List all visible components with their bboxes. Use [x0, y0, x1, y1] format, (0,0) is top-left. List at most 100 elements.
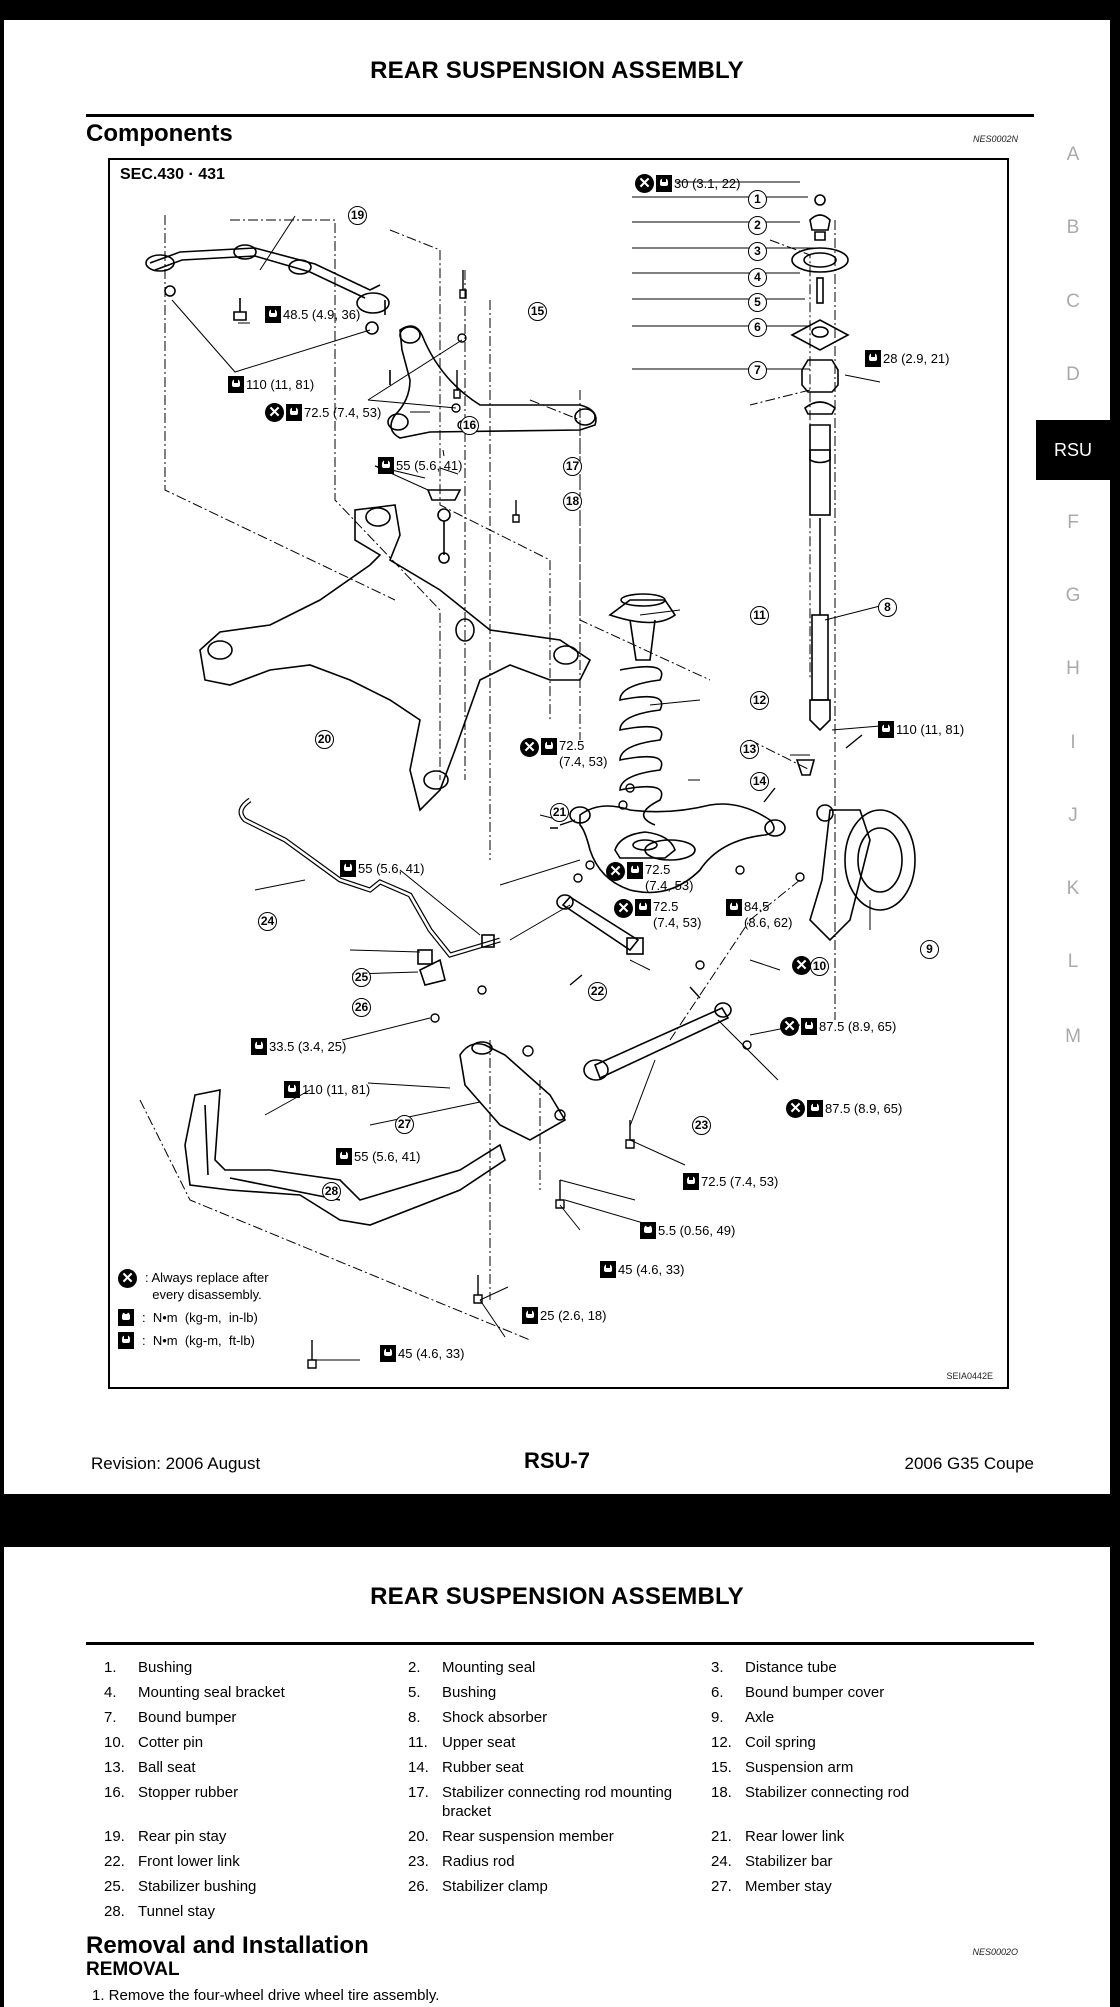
- torque-callout-member-stay-nut: 110 (11, 81): [284, 1081, 370, 1098]
- parts-list-item: 3.Distance tube: [711, 1659, 837, 1676]
- torque-ft-lb-icon: [286, 404, 302, 421]
- index-tab-c[interactable]: C: [1066, 291, 1080, 312]
- replace-icon: ✕: [520, 738, 539, 757]
- torque-ft-lb-icon: [635, 899, 651, 916]
- part-callout-13: 13: [740, 740, 759, 759]
- torque-ft-lb-icon: [284, 1081, 300, 1098]
- index-tab-g[interactable]: G: [1065, 585, 1081, 606]
- parts-list-item: 13.Ball seat: [104, 1759, 196, 1776]
- parts-list-item: 5.Bushing: [408, 1684, 497, 1701]
- torque-ft-lb-icon: [801, 1018, 817, 1035]
- torque-ft-lb-icon: [807, 1100, 823, 1117]
- parts-list-item: 16.Stopper rubber: [104, 1784, 239, 1801]
- cotter-pin-replace-marker: ✕: [792, 956, 813, 975]
- fasteners: [307, 270, 863, 1369]
- part-callout-5: 5: [748, 293, 767, 312]
- torque-callout-pin-stay-bolt: 48.5 (4.9, 36): [265, 306, 360, 323]
- part-callout-12: 12: [750, 691, 769, 710]
- part-callout-8: 8: [878, 598, 897, 617]
- index-tab-m[interactable]: M: [1065, 1026, 1081, 1047]
- part-front-lower-link: [556, 894, 644, 955]
- index-tab-j[interactable]: J: [1068, 805, 1078, 826]
- part-callout-25: 25: [352, 968, 371, 987]
- parts-list-item: 9.Axle: [711, 1709, 775, 1726]
- section-title-removal-installation: Removal and Installation: [86, 1932, 369, 1959]
- parts-list-item: 26.Stabilizer clamp: [408, 1878, 548, 1895]
- manual-page-rsu-7: REAR SUSPENSION ASSEMBLY Components NES0…: [4, 20, 1110, 1494]
- part-callout-14: 14: [750, 772, 769, 791]
- part-callout-10: 10: [810, 957, 829, 976]
- torque-ft-lb-icon: [600, 1261, 616, 1278]
- parts-list-item: 21.Rear lower link: [711, 1828, 845, 1845]
- replace-icon: ✕: [265, 403, 284, 422]
- torque-ft-lb-icon: [656, 175, 672, 192]
- torque-ft-lb-icon: [683, 1173, 699, 1190]
- parts-list-item: 1.Bushing: [104, 1659, 193, 1676]
- components-exploded-diagram: SEC.430 · 431 1 2 3 4 5 6 7 8 9 10 11 12…: [108, 158, 1009, 1389]
- torque-callout-small-nut: 5.5 (0.56, 49): [640, 1222, 735, 1239]
- torque-callout-pin-stay-nut: 110 (11, 81): [228, 376, 314, 393]
- parts-list-item: 6.Bound bumper cover: [711, 1684, 885, 1701]
- part-coil-spring-assembly: [608, 593, 677, 859]
- torque-callout-member-stay-lower: 55 (5.6, 41): [336, 1148, 421, 1165]
- index-tab-f[interactable]: F: [1067, 512, 1079, 533]
- part-radius-rod: [583, 1002, 732, 1081]
- parts-list-item: 4.Mounting seal bracket: [104, 1684, 285, 1701]
- header-rule: [86, 1642, 1034, 1645]
- parts-list-item: 20.Rear suspension member: [408, 1828, 614, 1845]
- torque-callout-radius-rod-nut: ✕87.5 (8.9, 65): [786, 1099, 902, 1118]
- index-tab-rsu[interactable]: RSU: [1036, 420, 1110, 480]
- part-callout-23: 23: [692, 1116, 711, 1135]
- index-tab-i[interactable]: I: [1070, 732, 1076, 753]
- legend-row-replace: ✕ : Always replace after every disassemb…: [118, 1269, 269, 1303]
- index-tab-h[interactable]: H: [1066, 658, 1080, 679]
- subsection-title-removal: REMOVAL: [86, 1959, 180, 1980]
- legend-row-in-lb: : N•m (kg-m, in-lb): [118, 1309, 269, 1326]
- part-rear-lower-link: [569, 803, 786, 894]
- part-stabilizer-link: [426, 489, 462, 564]
- torque-callout-stabilizer-link-nut: 55 (5.6, 41): [340, 860, 425, 877]
- header-rule: [86, 114, 1034, 117]
- part-callout-1: 1: [748, 190, 767, 209]
- part-callout-19: 19: [348, 206, 367, 225]
- torque-callout-axle-nut: 84.5 (8.6, 62): [726, 899, 792, 931]
- index-tab-l[interactable]: L: [1067, 951, 1079, 972]
- part-rear-suspension-member: [199, 504, 592, 812]
- replace-icon: ✕: [792, 956, 811, 975]
- torque-ft-lb-icon: [380, 1345, 396, 1362]
- manual-page-next: REAR SUSPENSION ASSEMBLY 1.Bushing 2.Mou…: [4, 1547, 1110, 2007]
- torque-callout-rear-lower-link-inner: ✕72.5 (7.4, 53): [520, 738, 607, 770]
- part-callout-7: 7: [748, 361, 767, 380]
- part-callout-21: 21: [550, 803, 569, 822]
- diagram-legend: ✕ : Always replace after every disassemb…: [118, 1269, 269, 1355]
- section-title-components: Components: [86, 120, 233, 147]
- figure-code: SEIA0442E: [946, 1371, 993, 1381]
- footer-page-number: RSU-7: [523, 1448, 590, 1473]
- section-ref-code: NES0002O: [972, 1947, 1018, 1957]
- assembly-guide-lines: [139, 215, 836, 1341]
- torque-callout-shock-lower-bolt: 110 (11, 81): [878, 721, 964, 738]
- torque-ft-lb-icon: [878, 721, 894, 738]
- index-tab-a[interactable]: A: [1066, 144, 1080, 165]
- parts-list-item: 25.Stabilizer bushing: [104, 1878, 257, 1895]
- footer-model: 2006 G35 Coupe: [904, 1454, 1035, 1473]
- parts-list-item: 14.Rubber seat: [408, 1759, 524, 1776]
- removal-step-1: 1. Remove the four-wheel drive wheel tir…: [92, 1987, 440, 2004]
- torque-callout-tunnel-stay-rear: 45 (4.6, 33): [380, 1345, 465, 1362]
- torque-ft-lb-icon: [340, 860, 356, 877]
- part-axle: [809, 804, 916, 942]
- torque-ft-lb-icon: [118, 1332, 134, 1349]
- part-callout-11: 11: [750, 606, 769, 625]
- index-tab-k[interactable]: K: [1066, 878, 1080, 899]
- legend-row-ft-lb: : N•m (kg-m, ft-lb): [118, 1332, 269, 1349]
- page-header-title: REAR SUSPENSION ASSEMBLY: [370, 1583, 744, 1610]
- index-tab-b[interactable]: B: [1066, 217, 1080, 238]
- parts-list-item: 7.Bound bumper: [104, 1709, 237, 1726]
- part-tunnel-stay: [184, 1089, 506, 1226]
- index-tab-d[interactable]: D: [1066, 364, 1080, 385]
- torque-ft-lb-icon: [336, 1148, 352, 1165]
- replace-icon: ✕: [118, 1269, 137, 1288]
- part-callout-9: 9: [920, 940, 939, 959]
- torque-ft-lb-icon: [378, 457, 394, 474]
- torque-ft-lb-icon: [228, 376, 244, 393]
